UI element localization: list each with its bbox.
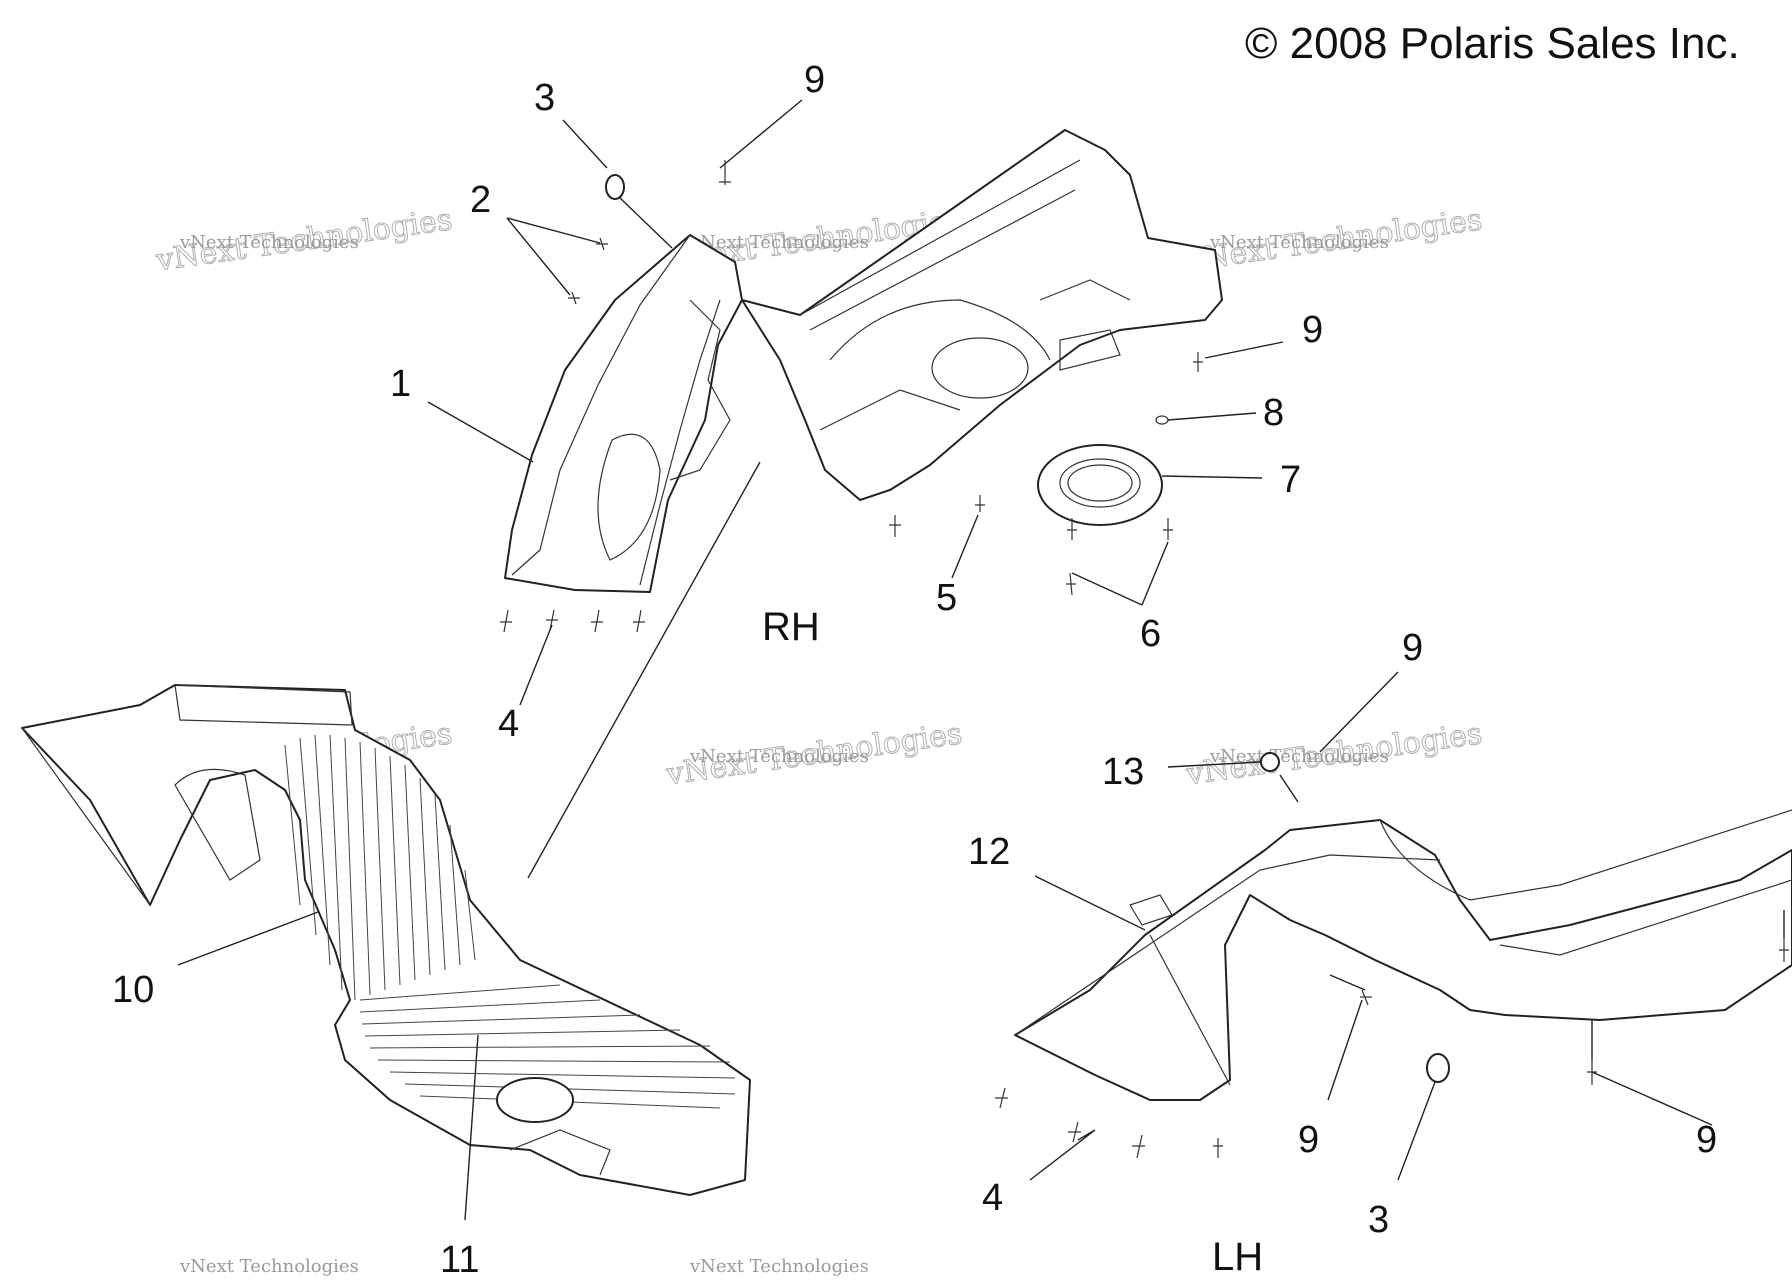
callout-3-lh: 3 <box>1368 1199 1389 1241</box>
rh-floor-tray <box>741 129 1223 501</box>
part-7-ring <box>1037 444 1163 526</box>
callout-3: 3 <box>534 77 555 119</box>
callout-7: 7 <box>1280 459 1301 501</box>
callout-8: 8 <box>1263 392 1284 434</box>
callout-4-lh: 4 <box>982 1177 1003 1219</box>
callout-9-lh-left: 9 <box>1298 1119 1319 1161</box>
svg-text:vNext Technologies: vNext Technologies <box>689 746 869 767</box>
lh-footwell-assembly <box>995 671 1792 1181</box>
hatch-horizontal <box>359 984 736 1109</box>
callout-6: 6 <box>1140 613 1161 655</box>
svg-text:vNext Technologies: vNext Technologies <box>689 1256 869 1277</box>
watermark: vNext Technologies vNext Technologies <box>663 716 965 793</box>
part-3-grommet-lh <box>1426 1053 1450 1083</box>
callout-5: 5 <box>936 577 957 619</box>
part-13-clip <box>1260 752 1280 772</box>
watermark: vNext Technologies <box>689 1256 869 1277</box>
lh-label: LH <box>1212 1235 1263 1279</box>
watermark: vNext Technologies vNext Technologies <box>1183 716 1485 793</box>
svg-text:vNext Technologies: vNext Technologies <box>689 232 869 253</box>
part-10-guard <box>21 684 751 1196</box>
rh-label: RH <box>762 605 820 649</box>
watermark: vNext Technologies vNext Technologies <box>153 202 455 279</box>
lower-left-footwell-assembly <box>21 684 751 1221</box>
callout-9-right: 9 <box>1302 309 1323 351</box>
callout-11: 11 <box>440 1239 479 1280</box>
part-3-grommet <box>605 174 625 200</box>
callout-13: 13 <box>1102 751 1144 793</box>
callout-12: 12 <box>968 831 1010 873</box>
part-12-panel <box>1014 819 1792 1101</box>
svg-text:vNext Technologies: vNext Technologies <box>179 232 359 253</box>
callout-4: 4 <box>498 703 519 745</box>
callout-10: 10 <box>112 969 154 1011</box>
svg-text:vNext Technologies: vNext Technologies <box>179 1256 359 1277</box>
callout-9-top: 9 <box>804 59 825 101</box>
hatch-vertical <box>284 734 476 1001</box>
svg-text:vNext Technologies: vNext Technologies <box>1209 232 1389 253</box>
callout-2: 2 <box>470 179 491 221</box>
watermark: vNext Technologies vNext Technologies <box>1183 202 1485 279</box>
copyright-text: © 2008 Polaris Sales Inc. <box>1245 19 1740 68</box>
callout-1: 1 <box>390 363 411 405</box>
part-1-panel <box>504 234 743 593</box>
callout-9-lh-right: 9 <box>1696 1119 1717 1161</box>
part-11-floor-hole <box>496 1077 574 1123</box>
watermark: vNext Technologies <box>179 1256 359 1277</box>
rh-footwell-assembly <box>427 99 1284 879</box>
callout-9-lh-top: 9 <box>1402 627 1423 669</box>
